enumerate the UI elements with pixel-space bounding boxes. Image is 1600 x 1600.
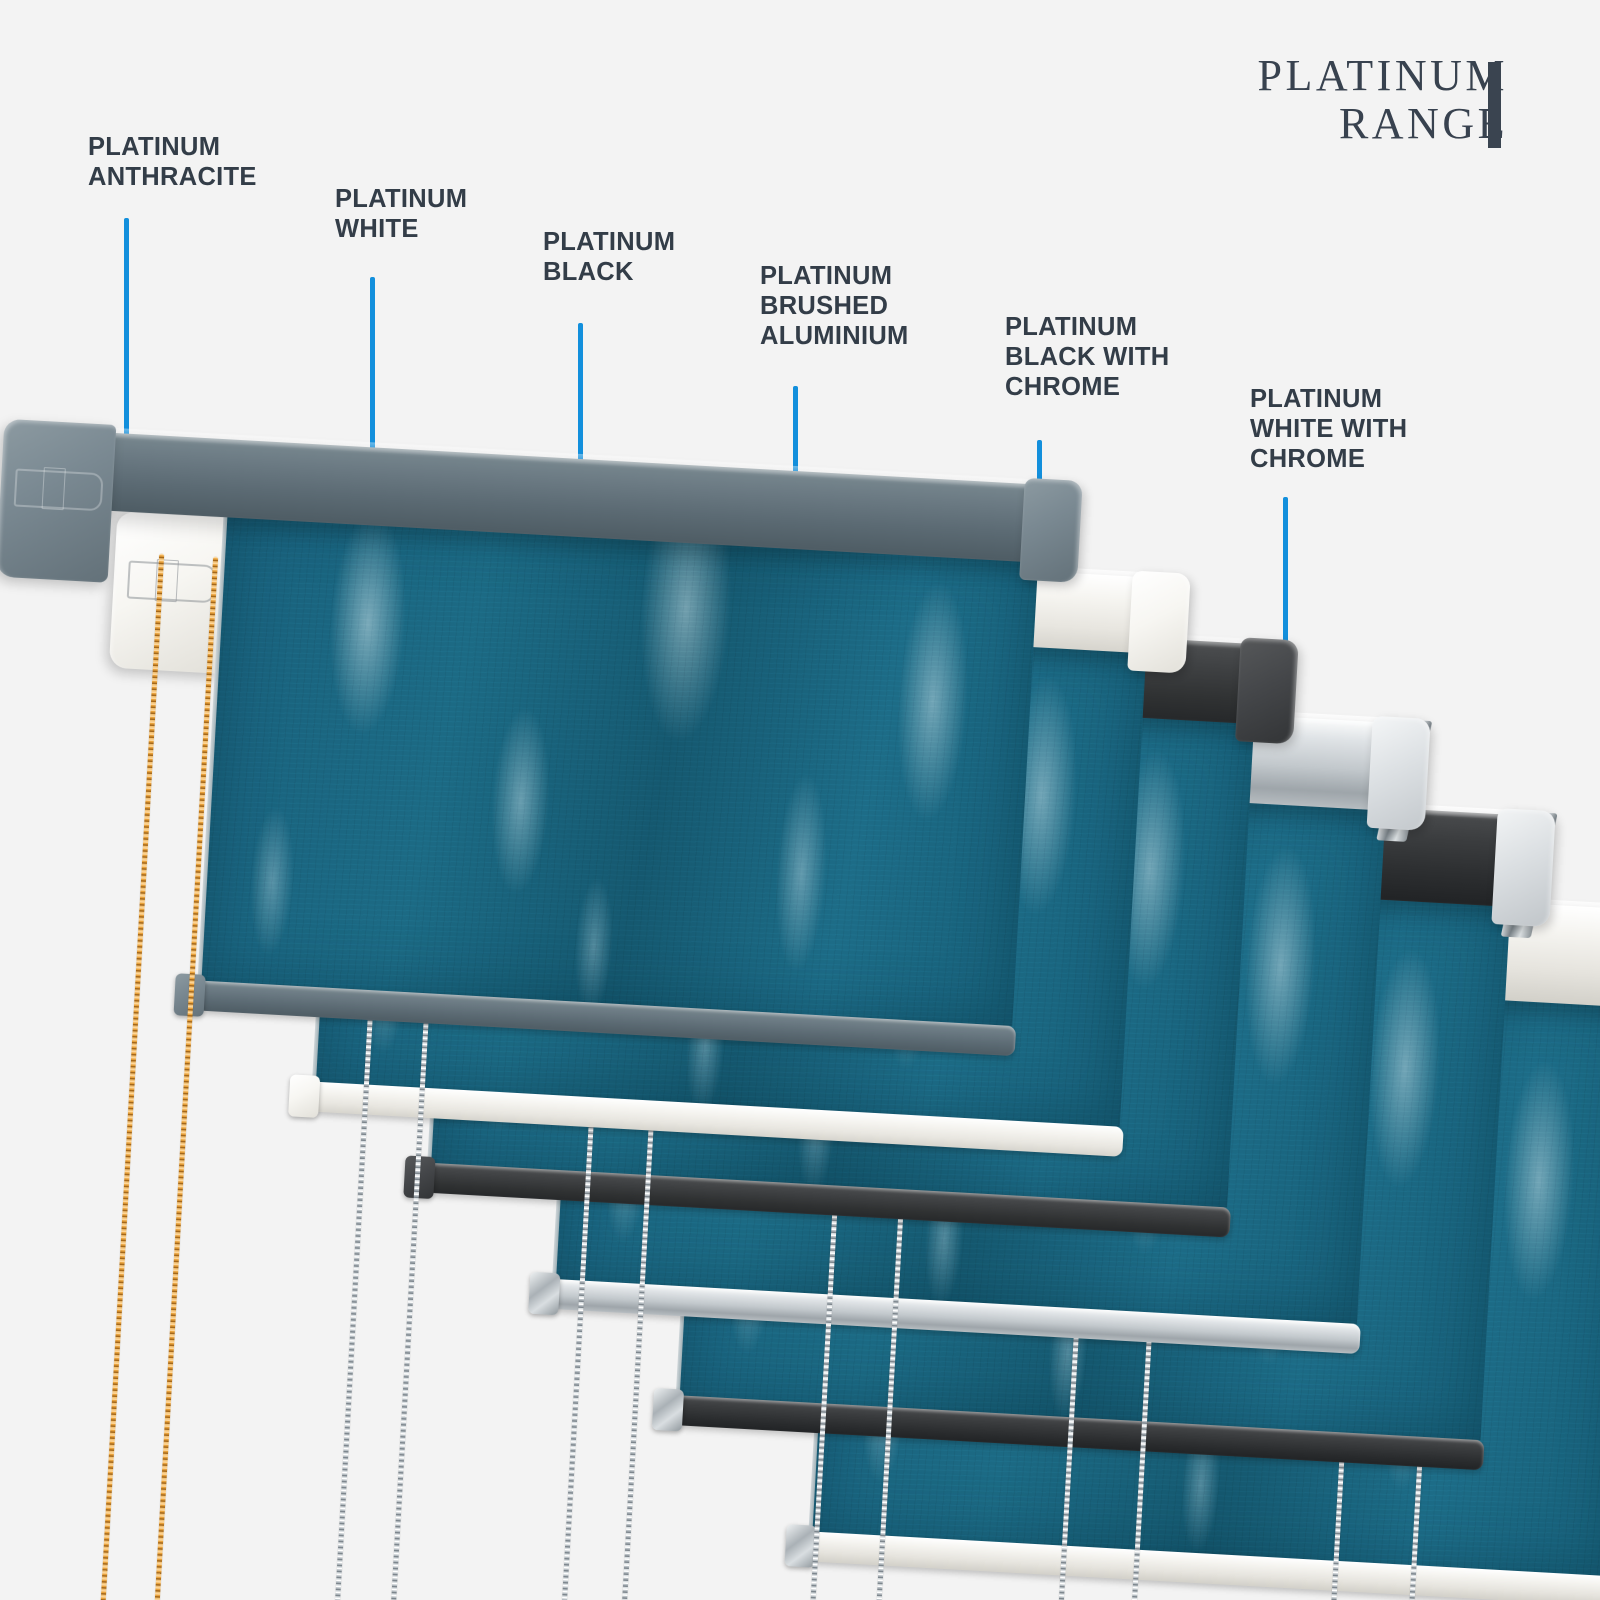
title-rule-bar bbox=[1488, 62, 1501, 148]
callout-label-platinum-black-with-chrome: PLATINUM BLACK WITH CHROME bbox=[1005, 313, 1170, 401]
fabric-panel bbox=[201, 511, 1039, 1026]
page-title-line-1: PLATINUM bbox=[1257, 51, 1508, 100]
callout-label-platinum-brushed-aluminium: PLATINUM BRUSHED ALUMINIUM bbox=[760, 262, 909, 350]
page-title: PLATINUM RANGE bbox=[1258, 52, 1508, 147]
cassette-end-cap-right bbox=[1366, 715, 1431, 831]
callout-label-platinum-white-with-chrome: PLATINUM WHITE WITH CHROME bbox=[1250, 385, 1408, 473]
cassette-end-cap-right bbox=[1127, 570, 1191, 674]
cassette-end-cap-right bbox=[1491, 808, 1556, 928]
callout-label-platinum-black: PLATINUM BLACK bbox=[543, 228, 676, 286]
page-title-line-2: RANGE bbox=[1338, 98, 1508, 148]
control-chain bbox=[97, 553, 165, 1600]
control-chain bbox=[151, 556, 219, 1600]
callout-label-platinum-white: PLATINUM WHITE bbox=[335, 185, 468, 243]
end-cap-bracket-tab bbox=[41, 466, 66, 510]
blind-platinum-anthracite bbox=[0, 418, 1083, 1600]
callout-label-platinum-anthracite: PLATINUM ANTHRACITE bbox=[88, 133, 257, 191]
cassette-end-cap-right bbox=[1019, 477, 1083, 583]
leader-line-platinum-white bbox=[370, 277, 375, 554]
leader-line-platinum-anthracite bbox=[124, 218, 129, 476]
cassette-end-cap-right bbox=[1235, 637, 1299, 745]
bottom-bar-endcap bbox=[651, 1387, 685, 1432]
